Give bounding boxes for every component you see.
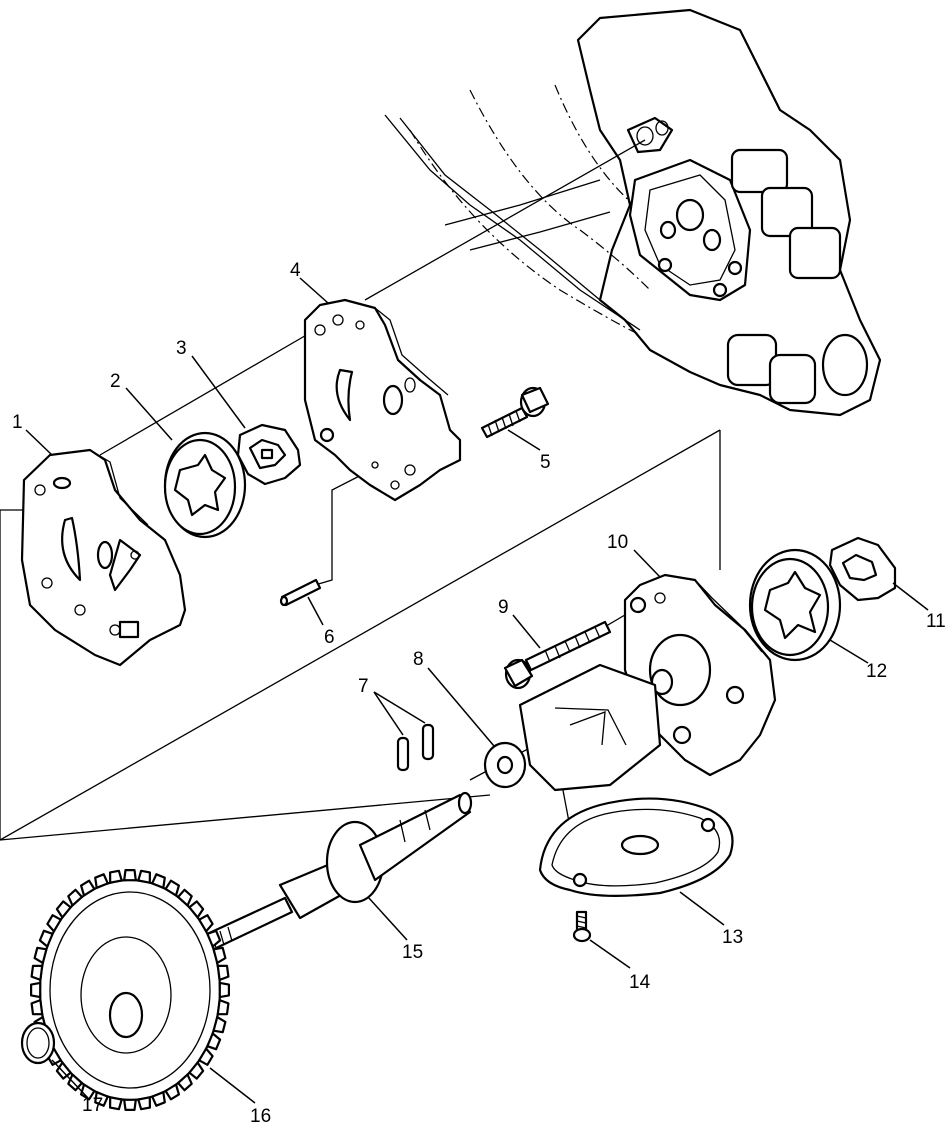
gear-tooth (177, 888, 193, 907)
gear-tooth (55, 900, 72, 919)
part-3-inner-rotor (236, 423, 302, 486)
part-5-screw (480, 386, 550, 439)
part-7-pins (396, 723, 435, 772)
gear-tooth (151, 873, 166, 889)
callout-4: 4 (290, 260, 301, 281)
gear-tooth (206, 1032, 222, 1051)
callout-9: 9 (498, 597, 509, 618)
gear-tooth (198, 914, 214, 933)
gear-tooth (30, 998, 44, 1016)
gear-tooth (198, 1047, 214, 1066)
part-8-washer (483, 741, 527, 789)
callout-10: 10 (607, 532, 628, 553)
gear-tooth (151, 1091, 166, 1107)
gear-tooth (137, 869, 151, 884)
gear-tooth (216, 998, 230, 1016)
callout-13: 13 (722, 927, 743, 948)
gear-tooth (38, 929, 54, 948)
gear-tooth (212, 1015, 227, 1034)
gear-tooth (216, 964, 230, 982)
gear-tooth (188, 900, 205, 919)
gear-tooth (177, 1073, 193, 1092)
part-11-inner-rotor (828, 536, 897, 602)
callout-17: 17 (82, 1095, 103, 1116)
part-14-small-screw (572, 910, 592, 943)
gear-tooth (30, 964, 44, 982)
gear-tooth (30, 981, 42, 999)
callout-1: 1 (12, 412, 23, 433)
gear-tooth (55, 1061, 72, 1080)
gear-tooth (206, 929, 222, 948)
callout-16: 16 (250, 1106, 271, 1124)
gear-tooth (164, 1083, 180, 1101)
gear-tooth (123, 868, 137, 882)
part-6-dowel-pin (279, 578, 322, 607)
part-15-pump-shaft (203, 791, 473, 952)
gear-tooth (188, 1061, 205, 1080)
gear-tooth (164, 879, 180, 897)
part-12-outer-rotor (748, 548, 842, 662)
part-9-long-bolt (503, 620, 612, 690)
gear-tooth (67, 888, 84, 907)
callout-6: 6 (324, 627, 335, 648)
callout-11: 11 (926, 611, 946, 632)
callout-8: 8 (413, 649, 424, 670)
callout-7: 7 (358, 676, 369, 697)
gear-tooth (212, 946, 227, 965)
gear-tooth (137, 1096, 151, 1111)
part-10-pump-housing (518, 573, 777, 792)
part-2-outer-rotor (163, 431, 247, 539)
callout-12: 12 (866, 661, 887, 682)
part-17-snap-ring (20, 1021, 56, 1065)
callout-2: 2 (110, 371, 121, 392)
gear-tooth (79, 1083, 96, 1101)
crankcase-housing (384, 8, 882, 417)
gear-tooth (108, 869, 123, 884)
callout-leaders (25, 277, 929, 1104)
part-13-cover-plate (538, 797, 734, 897)
gear-tooth (108, 1096, 123, 1111)
gear-tooth (46, 914, 62, 933)
part-1-pump-body (20, 448, 187, 667)
part-4-pump-plate (303, 298, 462, 502)
gear-tooth (218, 981, 230, 999)
gear-tooth (79, 879, 96, 897)
callout-labels: 1 2 3 4 5 6 7 8 9 10 11 12 13 14 15 16 1… (12, 260, 946, 1124)
callout-5: 5 (540, 452, 551, 473)
gear-tooth (123, 1098, 137, 1112)
gear-tooth (33, 946, 48, 965)
gear-tooth (94, 1091, 109, 1107)
gear-tooth (94, 873, 109, 889)
part-16-drive-gear (30, 868, 230, 1112)
callout-15: 15 (402, 942, 423, 963)
callout-3: 3 (176, 338, 187, 359)
callout-14: 14 (629, 972, 651, 993)
